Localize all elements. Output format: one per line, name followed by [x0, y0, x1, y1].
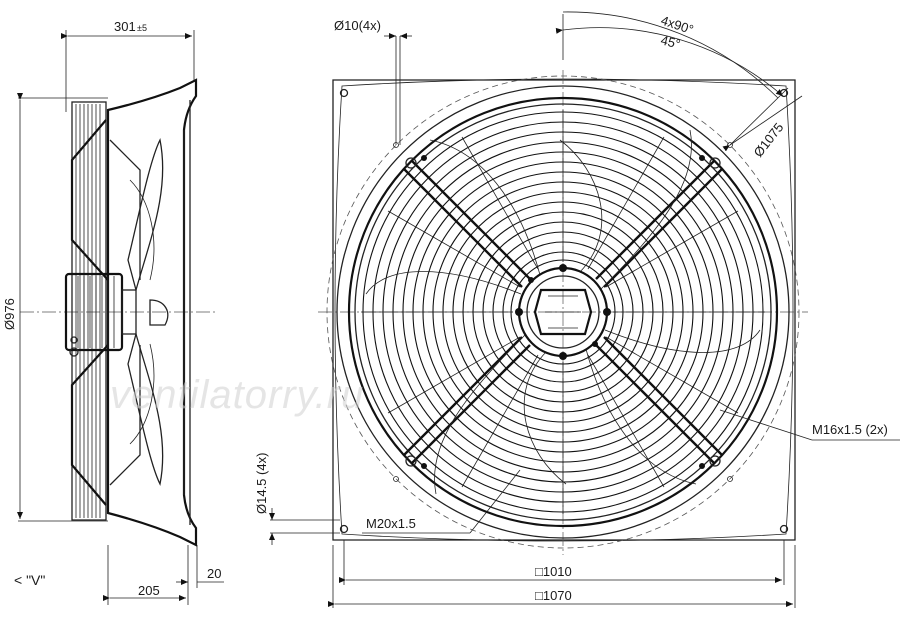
hole-label: Ø10(4x): [334, 18, 381, 33]
corner-hole-br: [779, 524, 789, 534]
width-1070-label: □1070: [535, 588, 572, 603]
view-label: < "V": [14, 572, 45, 588]
guard-struts: [403, 160, 723, 464]
watermark: ventilatorry.ru: [110, 373, 364, 417]
impeller-blades: [365, 129, 761, 495]
thread-label-m20: M20x1.5: [366, 516, 416, 531]
side-view: 301 ±5 Ø976 205 20 < "V": [2, 19, 224, 605]
corner-hole-bl: [339, 524, 349, 534]
hub-motor: [533, 288, 593, 336]
side-guard: [71, 101, 107, 521]
angle-arc-90: [555, 27, 784, 97]
diameter-label: Ø976: [2, 298, 17, 330]
guard-radial-wires: [361, 110, 765, 514]
thread-label-m16: M16x1.5 (2x): [812, 422, 888, 437]
depth-tolerance: ±5: [137, 23, 147, 33]
width-1010-label: □1010: [535, 564, 572, 579]
mount-hole-label: Ø14.5 (4x): [254, 453, 269, 514]
front-view: Ø10(4x) 4x90° 45° Ø1075 M16x1.5 (2x) M20…: [254, 11, 900, 608]
angle-label-2: 45°: [659, 32, 682, 51]
bottom-label-205: 205: [138, 583, 160, 598]
side-blade-lower: [127, 331, 164, 486]
side-blade-upper: [127, 138, 164, 293]
depth-label: 301: [114, 19, 136, 34]
bolt-circle-label: Ø1075: [751, 120, 787, 160]
bottom-label-20: 20: [207, 566, 221, 581]
corner-hole-tl: [339, 88, 349, 98]
